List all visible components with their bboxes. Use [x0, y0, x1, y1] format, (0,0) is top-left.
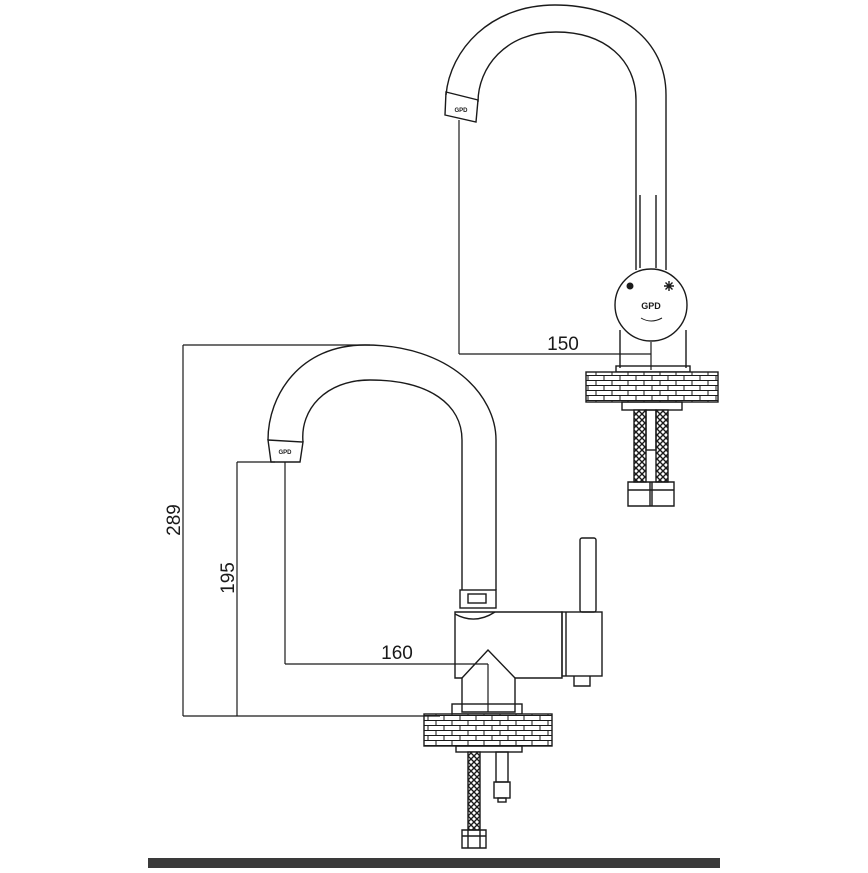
side-lever-stem	[579, 537, 597, 613]
side-view	[267, 344, 603, 849]
front-spout-tip	[444, 91, 479, 123]
dim-spout-height: 195	[218, 562, 239, 594]
front-countertop	[585, 371, 719, 403]
front-hose-nuts	[627, 481, 675, 507]
side-spout-inner	[302, 379, 463, 590]
side-lever-handle	[561, 611, 603, 677]
side-spout-logo: GPD	[278, 450, 292, 456]
side-countertop	[423, 713, 553, 747]
side-hose-nut	[461, 829, 487, 849]
front-spout-inner	[477, 31, 637, 270]
side-dimensions	[182, 344, 489, 717]
dim-front-reach: 150	[547, 334, 579, 355]
dim-total-height: 289	[164, 504, 185, 536]
front-body-logo: GPD	[641, 301, 661, 311]
side-body	[454, 611, 563, 713]
side-spout-collar	[459, 589, 497, 609]
side-supply-hose-right	[495, 751, 509, 783]
cold-indicator-icon	[664, 281, 674, 291]
front-indicators	[626, 281, 674, 322]
dim-side-reach: 160	[381, 643, 413, 664]
front-spout-outer	[445, 4, 667, 270]
footer-bar	[148, 858, 720, 868]
front-spout-logo: GPD	[454, 108, 468, 114]
front-dimensions	[458, 120, 652, 370]
front-supply-hose-left	[633, 409, 647, 483]
side-supply-hose-left	[467, 751, 481, 831]
front-supply-hose-right	[655, 409, 669, 483]
hot-indicator-icon	[626, 282, 634, 290]
front-body-disc	[614, 268, 688, 342]
front-view	[444, 4, 719, 507]
side-spout-tip	[267, 439, 304, 463]
